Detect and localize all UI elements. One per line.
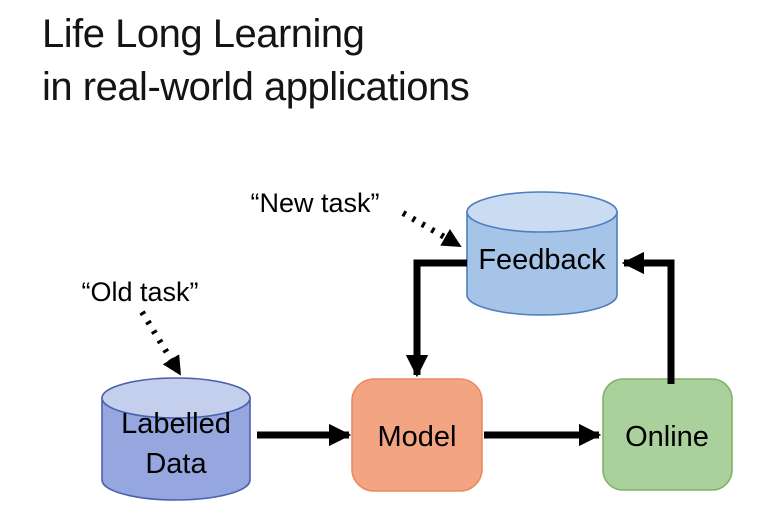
feedback-body xyxy=(466,211,618,316)
arrow-online-to-feedback xyxy=(621,251,675,384)
slide-title: Life Long Learning in real-world applica… xyxy=(42,8,470,114)
labelled-data-body xyxy=(101,397,251,501)
model-label: Model xyxy=(378,421,457,453)
model-box xyxy=(351,378,483,492)
dotted-arrow-new-task xyxy=(401,210,462,249)
title-line-2: in real-world applications xyxy=(42,65,470,109)
dotted-arrow-old-task xyxy=(139,310,183,376)
feedback-cylinder: Feedback xyxy=(466,191,618,316)
title-line-1: Life Long Learning xyxy=(42,12,365,56)
labelled-data-top xyxy=(101,377,251,419)
model-node: Model xyxy=(351,378,483,492)
labelled-data-label-line1: Labelled xyxy=(121,408,231,440)
annotation-new-task: “New task” xyxy=(250,188,379,218)
feedback-label: Feedback xyxy=(478,244,606,276)
arrow-feedback-to-model xyxy=(405,259,467,378)
online-label: Online xyxy=(625,421,709,453)
online-node: Online xyxy=(602,378,733,491)
labelled-data-label-line2: Data xyxy=(145,448,207,480)
annotation-old-task: “Old task” xyxy=(81,277,198,307)
feedback-top xyxy=(466,191,618,233)
labelled-data-cylinder: Labelled Data xyxy=(101,377,251,501)
